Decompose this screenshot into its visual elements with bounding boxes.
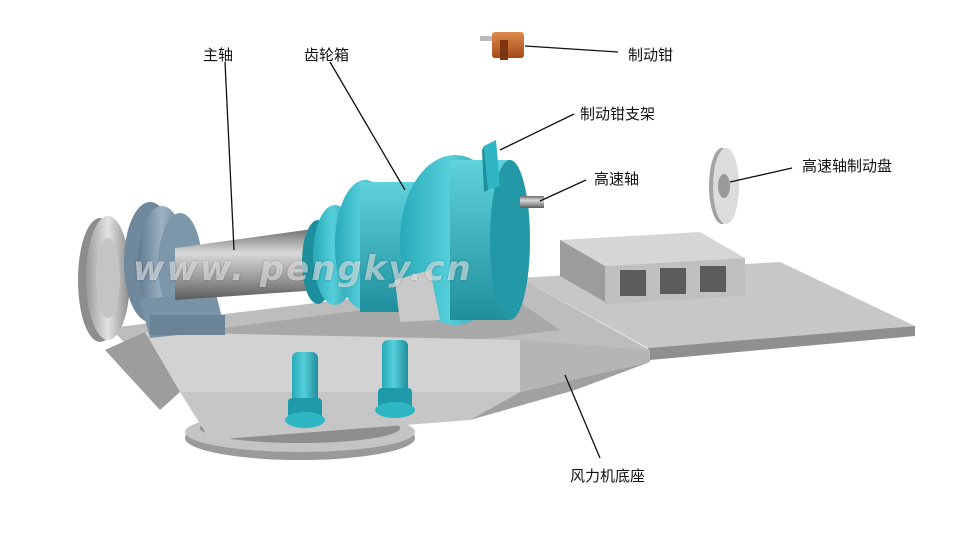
leader-gearbox: [329, 61, 406, 191]
high-speed-shaft: [520, 196, 544, 208]
leader-high-speed-shaft: [539, 179, 587, 202]
label-high-speed-brake-disc: 高速轴制动盘: [802, 157, 893, 175]
high-speed-brake-disc: [709, 148, 739, 224]
leader-main-shaft: [224, 61, 235, 251]
brake-caliper: [480, 32, 524, 60]
rear-box-frame: [560, 232, 745, 304]
label-gearbox: 齿轮箱: [304, 46, 350, 64]
watermark: www. pengky.cn: [133, 249, 473, 289]
leader-brake-caliper-bracket: [499, 113, 575, 151]
leader-high-speed-brake-disc: [729, 167, 793, 183]
brake-caliper-bracket: [482, 140, 500, 192]
label-nacelle-base: 风力机底座: [570, 467, 646, 485]
hub-flange: [78, 216, 130, 342]
yaw-drive-left: [285, 352, 325, 428]
leader-nacelle-base: [564, 374, 601, 459]
leader-brake-caliper: [524, 45, 619, 53]
yaw-drive-right: [375, 340, 415, 418]
label-brake-caliper: 制动钳: [628, 46, 674, 64]
label-high-speed-shaft: 高速轴: [594, 170, 640, 188]
label-brake-caliper-bracket: 制动钳支架: [580, 105, 656, 123]
label-main-shaft: 主轴: [203, 46, 234, 64]
main-shaft: [175, 228, 320, 300]
leader-lines: [224, 45, 793, 459]
